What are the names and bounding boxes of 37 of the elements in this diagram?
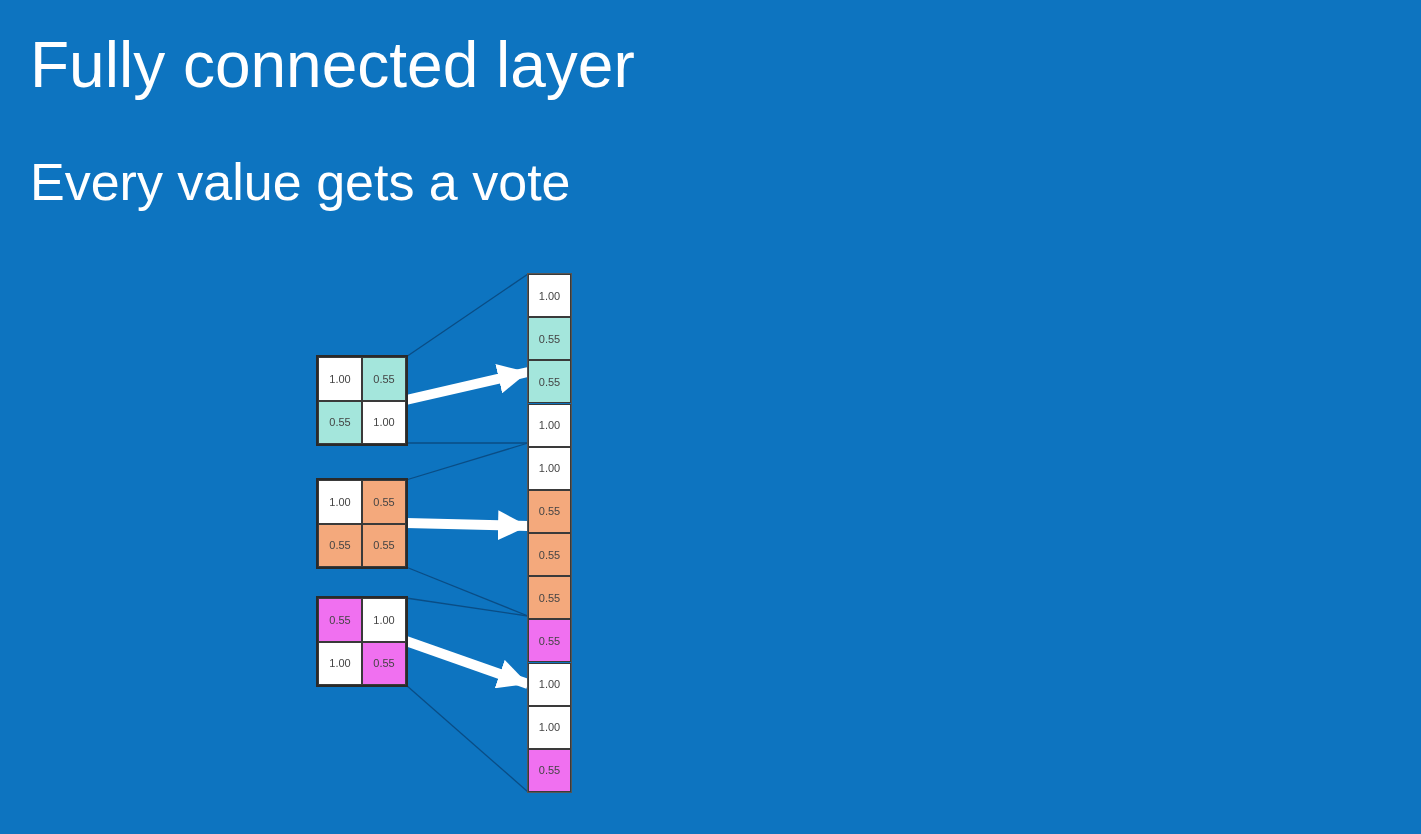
matrix-cell: 1.00 (528, 662, 571, 706)
projection-line (405, 273, 529, 358)
projection-line (405, 597, 529, 617)
matrix-grid (318, 357, 406, 444)
matrix-cell: 1.00 (528, 274, 571, 318)
slide-title: Fully connected layer (30, 28, 635, 102)
matrix-cell: 1.00 (528, 403, 571, 447)
projection-line (405, 442, 529, 444)
vector-column (528, 274, 571, 792)
matrix-cell: 1.00 (362, 598, 406, 642)
matrix-grid (318, 480, 406, 567)
matrix-cell: 0.55 (528, 360, 571, 404)
matrix-cell: 0.55 (318, 523, 362, 567)
matrix-cell: 1.00 (318, 641, 362, 685)
matrix-cell: 0.55 (362, 523, 406, 567)
matrix-cell: 0.55 (362, 357, 406, 401)
matrix-cell: 1.00 (362, 400, 406, 444)
matrix-cell: 0.55 (528, 576, 571, 620)
matrix-cell: 1.00 (318, 357, 362, 401)
matrix-cell: 0.55 (528, 533, 571, 577)
matrix-cell: 0.55 (318, 400, 362, 444)
matrix-cell: 0.55 (362, 480, 406, 524)
matrix-cell: 1.00 (528, 446, 571, 490)
matrix-grid (318, 598, 406, 685)
matrix-cell: 0.55 (528, 489, 571, 533)
arrow (405, 510, 529, 541)
matrix-cell: 0.55 (362, 641, 406, 685)
matrix-cell: 0.55 (528, 748, 571, 792)
matrix-cell: 0.55 (528, 317, 571, 361)
projection-line (405, 442, 529, 481)
projection-line (405, 684, 529, 793)
matrix-cell: 0.55 (528, 619, 571, 663)
projection-line (405, 566, 529, 617)
matrix-cell: 1.00 (318, 480, 362, 524)
slide-subtitle: Every value gets a vote (30, 152, 571, 212)
matrix-cell: 0.55 (318, 598, 362, 642)
matrix-cell: 1.00 (528, 705, 571, 749)
